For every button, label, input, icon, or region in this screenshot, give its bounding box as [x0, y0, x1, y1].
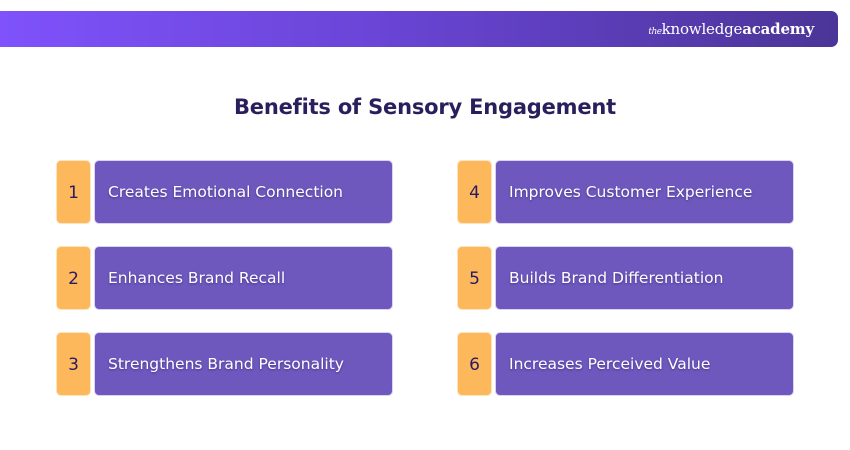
logo-word-academy: academy [742, 20, 814, 38]
item-number-badge: 2 [56, 246, 91, 310]
item-number-badge: 5 [457, 246, 492, 310]
item-label: Strengthens Brand Personality [94, 332, 393, 396]
item-label: Increases Perceived Value [495, 332, 794, 396]
logo-word-knowledge: knowledge [661, 20, 743, 38]
header-banner: theknowledgeacademy [0, 11, 838, 47]
item-label: Enhances Brand Recall [94, 246, 393, 310]
item-label: Improves Customer Experience [495, 160, 794, 224]
brand-logo: theknowledgeacademy [648, 19, 814, 42]
page-title: Benefits of Sensory Engagement [234, 95, 616, 119]
item-label: Creates Emotional Connection [94, 160, 393, 224]
item-number-badge: 1 [56, 160, 91, 224]
logo-prefix: the [648, 27, 662, 37]
item-number-badge: 6 [457, 332, 492, 396]
item-number-badge: 4 [457, 160, 492, 224]
item-label: Builds Brand Differentiation [495, 246, 794, 310]
item-number-badge: 3 [56, 332, 91, 396]
